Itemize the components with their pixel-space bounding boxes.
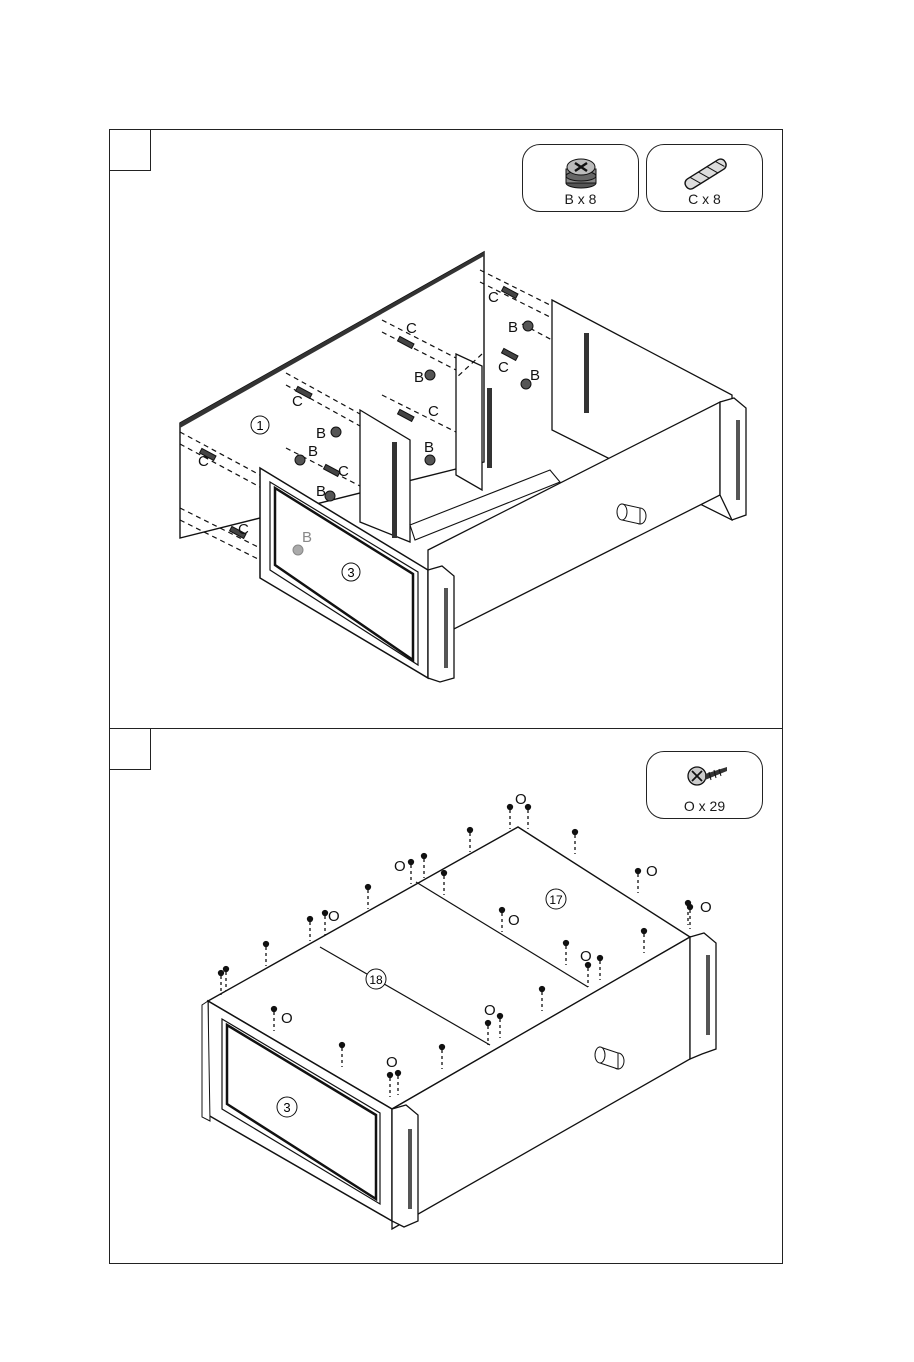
front-end-cap (392, 1105, 418, 1227)
callout-b: B (316, 425, 326, 442)
rear-end-cap (690, 933, 716, 1059)
step-2-assembled-view: 17 18 3 O O O O O O O O O O (110, 729, 784, 1264)
callout-o: O (580, 948, 592, 965)
callout-c: C (406, 320, 417, 337)
callout-o: O (328, 908, 340, 925)
callout-b: B (530, 367, 540, 384)
callout-o: O (394, 858, 406, 875)
callout-o: O (646, 863, 658, 880)
callout-c: C (198, 453, 209, 470)
step-2-panel: O x 29 (109, 729, 783, 1264)
part-label-18: 18 (369, 973, 383, 987)
callout-b: B (308, 443, 318, 460)
callout-o: O (508, 912, 520, 929)
callout-b: B (424, 439, 434, 456)
step-1-exploded-view: 1 3 C C C C C C C C B B B B B B B (110, 130, 784, 730)
right-rear-end-cap (720, 398, 746, 520)
callout-c: C (338, 463, 349, 480)
callout-c: C (238, 521, 249, 538)
part-label-17: 17 (549, 893, 563, 907)
callout-c: C (292, 393, 303, 410)
callout-o: O (515, 791, 527, 808)
part-label-3: 3 (347, 565, 354, 580)
callout-c: C (498, 359, 509, 376)
right-outer-slot (584, 333, 589, 413)
callout-b: B (316, 483, 326, 500)
callout-b: B (302, 529, 312, 546)
part-label-3: 3 (283, 1100, 290, 1115)
step-1-panel: B x 8 C x 8 (109, 129, 783, 729)
front-end-cap (428, 566, 454, 682)
callout-c: C (488, 289, 499, 306)
callout-b: B (414, 369, 424, 386)
callout-o: O (484, 1002, 496, 1019)
callout-c: C (428, 403, 439, 420)
callout-b: B (508, 319, 518, 336)
callout-o: O (700, 899, 712, 916)
part-label-1: 1 (256, 418, 263, 433)
callout-o: O (386, 1054, 398, 1071)
callout-o: O (281, 1010, 293, 1027)
